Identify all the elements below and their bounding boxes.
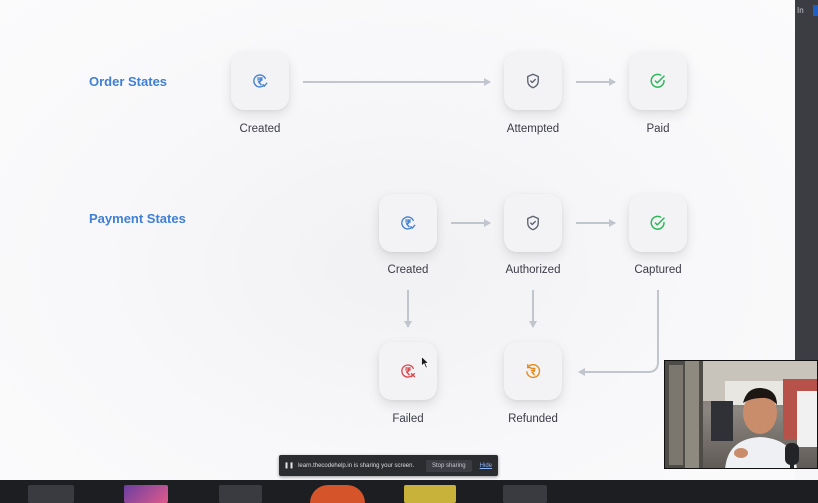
stop-sharing-button[interactable]: Stop sharing <box>425 459 472 472</box>
browser-fragment-text: In <box>797 6 804 15</box>
order-attempted-node <box>504 52 562 110</box>
hide-link[interactable]: Hide <box>479 462 492 469</box>
payment-authorized-node <box>504 194 562 252</box>
check-circle-icon <box>650 73 665 88</box>
payment-refunded-node <box>504 342 562 400</box>
rupee-cross-icon <box>401 364 416 378</box>
order-paid-node <box>629 52 687 110</box>
payment-authorized-label: Authorized <box>505 264 561 276</box>
payment-refunded-label: Refunded <box>508 413 558 425</box>
taskbar-app-3[interactable] <box>219 485 262 503</box>
order-created-node <box>231 52 289 110</box>
screen-share-message: learn.thecodehelp.in is sharing your scr… <box>298 462 415 469</box>
order-paid-label: Paid <box>646 123 670 135</box>
rupee-refund-icon <box>526 363 541 379</box>
taskbar <box>0 480 818 503</box>
order-states-heading: Order States <box>89 74 168 89</box>
taskbar-app-4[interactable] <box>310 485 365 503</box>
rupee-check-icon <box>401 216 416 230</box>
rupee-check-icon <box>253 74 268 88</box>
shield-check-icon <box>527 215 539 231</box>
mouse-cursor-icon <box>421 356 430 369</box>
payment-created-label: Created <box>387 264 429 276</box>
payment-failed-node <box>379 342 437 400</box>
taskbar-app-1[interactable] <box>28 485 74 503</box>
taskbar-app-5[interactable] <box>404 485 456 503</box>
diagram-canvas: Order States Payment States Created Atte… <box>0 0 795 480</box>
webcam-presenter-image <box>665 361 817 468</box>
check-circle-icon <box>650 215 665 230</box>
payment-states-heading: Payment States <box>89 211 186 226</box>
payment-created-node <box>379 194 437 252</box>
pause-icon: ❚❚ <box>284 463 295 469</box>
webcam-overlay <box>664 360 818 469</box>
taskbar-app-2[interactable] <box>124 485 168 503</box>
payment-failed-label: Failed <box>392 413 424 425</box>
transition-arrows <box>303 78 659 376</box>
taskbar-app-6[interactable] <box>503 485 547 503</box>
screen-share-bar: ❚❚ learn.thecodehelp.in is sharing your … <box>279 455 498 476</box>
order-attempted-label: Attempted <box>506 123 560 135</box>
background-window-strip: In <box>795 0 818 362</box>
payment-captured-label: Captured <box>634 264 682 276</box>
arrow-payment-captured-refunded <box>578 290 659 376</box>
shield-check-icon <box>527 73 539 89</box>
payment-captured-node <box>629 194 687 252</box>
order-created-label: Created <box>239 123 281 135</box>
browser-fragment-accent <box>813 5 818 16</box>
